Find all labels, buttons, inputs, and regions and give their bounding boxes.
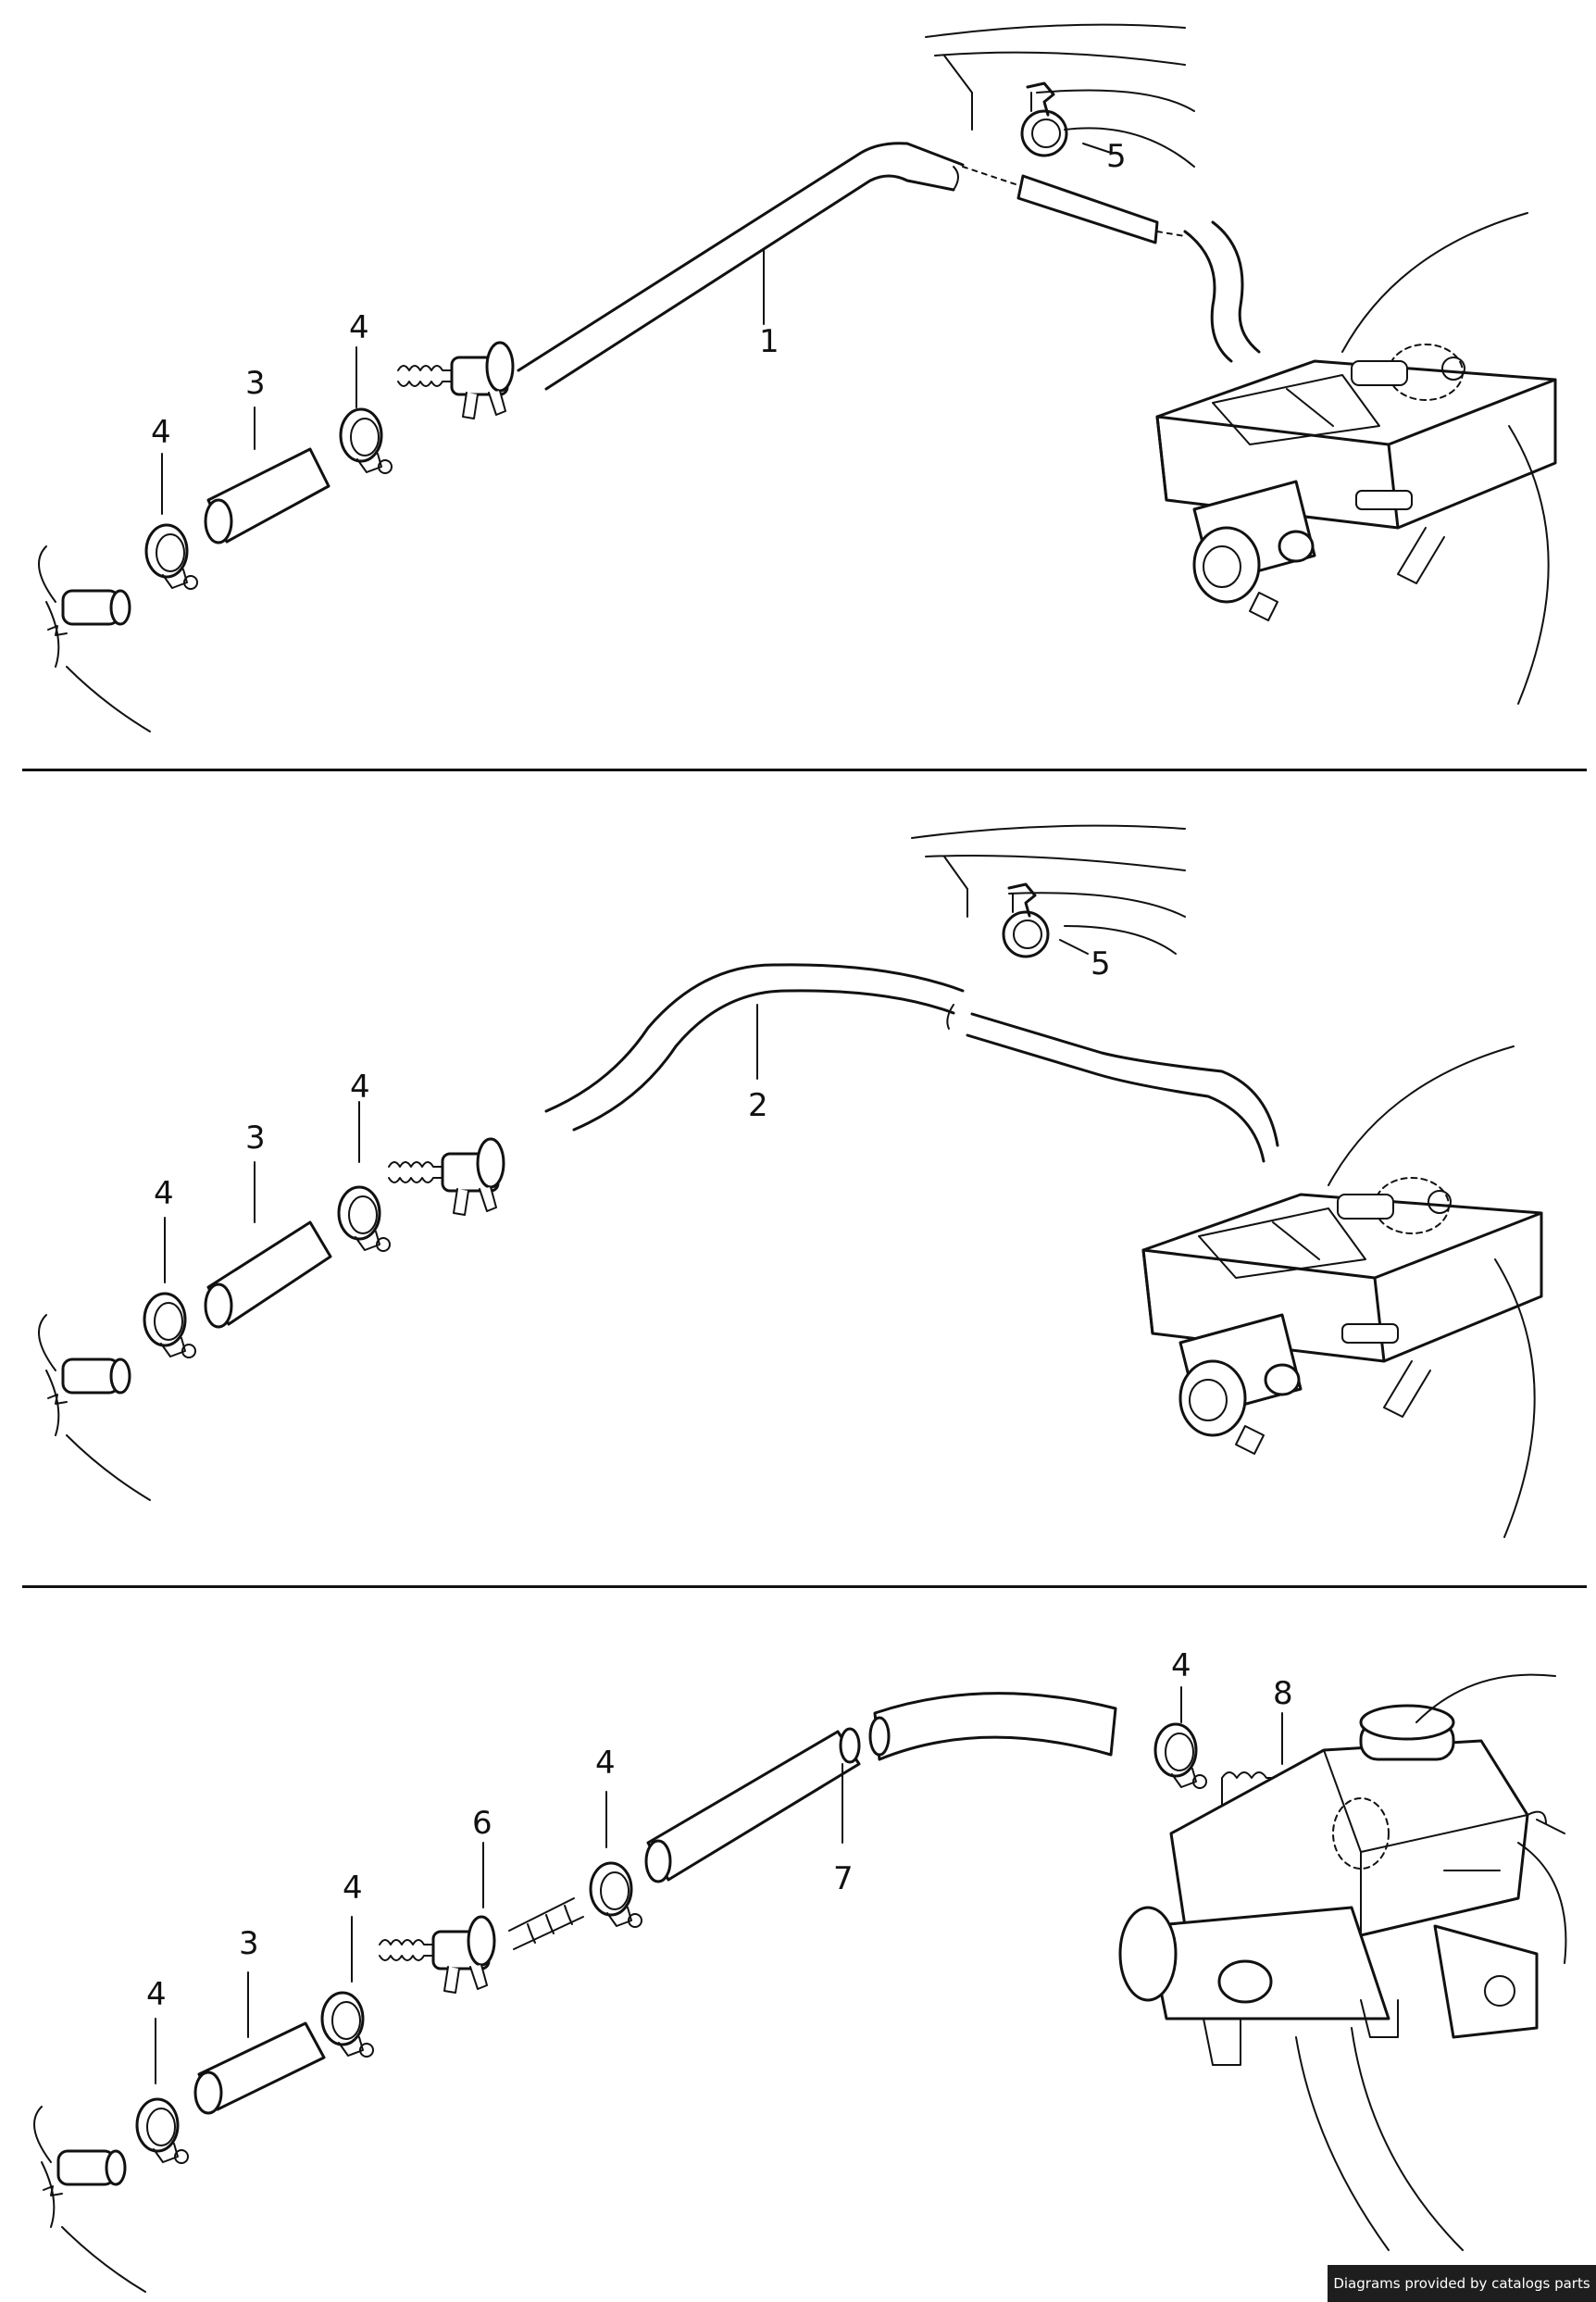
tank-outlet-icon (32, 2105, 147, 2294)
fuel-tap-icon (387, 1137, 505, 1217)
callout-8: 8 (1273, 1675, 1293, 1712)
callout-6: 6 (472, 1805, 493, 1842)
callout-2: 2 (748, 1087, 768, 1124)
panel-divider (22, 1585, 1587, 1588)
panel-3: 7 6 4 4 3 4 4 8 (32, 1647, 1567, 2294)
hose-clamp-icon (143, 1292, 197, 1359)
callout-3: 3 (245, 1120, 266, 1157)
brake-fluid-reservoir-icon (1118, 1673, 1567, 2251)
brake-fluid-reservoir-icon (1155, 211, 1557, 706)
brake-fluid-reservoir-icon (1141, 1045, 1543, 1539)
callout-4: 4 (1171, 1647, 1191, 1684)
hose-clamp-icon (144, 523, 199, 591)
hose-clamp-icon (320, 1991, 375, 2058)
hose-clamp-icon (339, 407, 393, 475)
hose-clamp-icon (1153, 1722, 1208, 1790)
callout-4: 4 (349, 309, 369, 346)
callout-3: 3 (245, 365, 266, 402)
callout-4: 4 (595, 1745, 616, 1782)
callout-4: 4 (343, 1870, 363, 1907)
callout-4: 4 (146, 1976, 167, 2013)
hose-clamp-icon (337, 1185, 392, 1253)
callout-4: 4 (154, 1175, 174, 1212)
hose-clip-icon (1002, 882, 1050, 958)
callout-7: 7 (833, 1860, 854, 1897)
hose-clamp-icon (589, 1861, 643, 1929)
panel-1: 1 3 4 4 5 (37, 23, 1557, 733)
tank-outlet-icon (37, 544, 152, 733)
callout-3: 3 (239, 1925, 259, 1962)
panel-2: 2 3 4 4 5 (37, 824, 1543, 1539)
panel-divider (22, 769, 1587, 771)
callout-5: 5 (1106, 138, 1127, 175)
hose-clamp-icon (135, 2097, 190, 2165)
tank-outlet-icon (37, 1313, 152, 1502)
hose-clip-icon (1020, 81, 1068, 157)
fuel-tap-icon (378, 1915, 496, 1995)
credit-banner: Diagrams provided by catalogs parts (1328, 2265, 1596, 2302)
callout-4: 4 (151, 414, 171, 451)
callout-5: 5 (1091, 945, 1111, 982)
callout-4: 4 (350, 1069, 370, 1106)
fuel-tap-icon (396, 341, 515, 420)
callout-1: 1 (759, 323, 779, 360)
